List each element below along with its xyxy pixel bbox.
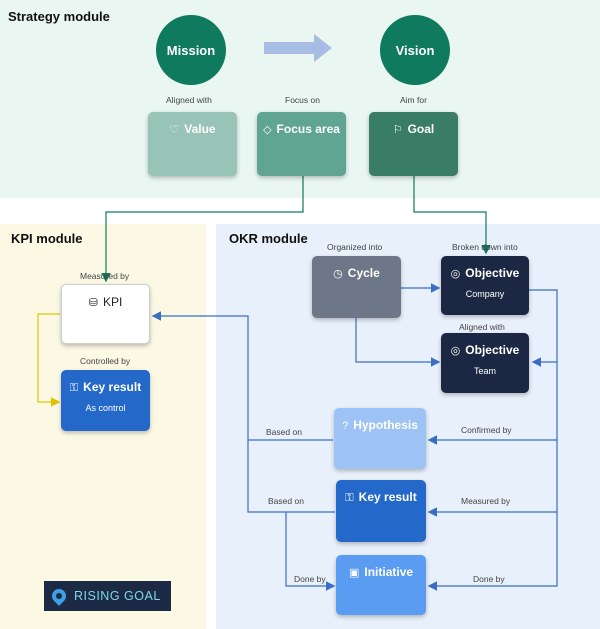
hypothesis-based-on-connector	[151, 311, 333, 441]
organized-into-label: Organized into	[327, 242, 383, 252]
company-to-team-connector	[529, 289, 558, 367]
hypothesis-label: Hypothesis	[353, 418, 418, 432]
goal-node: ⚐ Goal	[369, 112, 458, 176]
done-by-left-connector	[285, 512, 336, 591]
kpi-node: ⛁ KPI	[61, 284, 150, 344]
kpi-module-title: KPI module	[11, 231, 83, 246]
kpi-to-keyresult-connector	[37, 313, 61, 407]
mission-node: Mission	[156, 15, 226, 85]
vision-node: Vision	[380, 15, 450, 85]
okr-module-title: OKR module	[229, 231, 308, 246]
cycle-to-objective-team-connector	[355, 318, 441, 367]
broken-down-into-label: Broken down into	[452, 242, 518, 252]
measured-by-kpi-label: Measured by	[80, 271, 130, 281]
focusarea-to-kpi-connector	[101, 176, 304, 283]
controlled-by-label: Controlled by	[80, 356, 131, 366]
target-icon: ◎	[450, 268, 461, 280]
okr-key-result-node: ⚿ Key result	[336, 480, 426, 542]
diamond-icon: ◇	[263, 124, 272, 136]
as-control-label: As control	[85, 403, 126, 413]
value-label: Value	[184, 122, 216, 136]
objective-team-node: ◎ Objective Team	[441, 333, 529, 393]
company-label: Company	[465, 289, 505, 299]
okr-key-result-label: Key result	[358, 490, 417, 504]
focus-area-label: Focus area	[276, 122, 340, 136]
confirmed-by-label: Confirmed by	[461, 425, 512, 435]
mission-to-vision-arrow	[264, 34, 332, 62]
keyresult-based-on-connector	[247, 440, 335, 513]
cycle-label: Cycle	[347, 266, 380, 280]
flag-icon: ⚐	[392, 124, 403, 136]
initiative-label: Initiative	[364, 565, 414, 579]
kpi-key-result-node: ⚿ Key result As control	[61, 370, 150, 431]
aim-for-label: Aim for	[400, 95, 427, 105]
target-icon: ◎	[450, 345, 461, 357]
key-icon: ⚿	[69, 382, 79, 394]
based-on-label-2: Based on	[268, 496, 304, 506]
done-by-label-1: Done by	[294, 574, 326, 584]
goal-to-objective-connector	[413, 176, 491, 255]
strategy-module-title: Strategy module	[8, 9, 110, 24]
initiative-node: ▣ Initiative	[336, 555, 426, 615]
focus-area-node: ◇ Focus area	[257, 112, 346, 176]
focus-on-label: Focus on	[285, 95, 320, 105]
rising-goal-logo: RISING GOAL	[44, 581, 171, 611]
location-pin-icon	[49, 586, 69, 606]
database-icon: ⛁	[88, 297, 98, 309]
clock-icon: ◷	[333, 268, 343, 280]
aligned-with-okr-label: Aligned with	[459, 322, 505, 332]
question-icon: ?	[342, 420, 349, 432]
done-by-right-connector	[427, 512, 558, 591]
goal-label: Goal	[407, 122, 435, 136]
value-node: ♡ Value	[148, 112, 237, 176]
heart-icon: ♡	[169, 124, 180, 136]
kpi-label: KPI	[102, 295, 123, 309]
objective-company-label: Objective	[465, 266, 520, 280]
aligned-with-label: Aligned with	[166, 95, 212, 105]
based-on-label-1: Based on	[266, 427, 302, 437]
measured-by-okr-label: Measured by	[461, 496, 511, 506]
kpi-key-result-label: Key result	[83, 380, 142, 394]
logo-text: RISING GOAL	[74, 589, 161, 603]
hypothesis-node: ? Hypothesis	[334, 408, 426, 469]
team-label: Team	[473, 366, 496, 376]
objective-team-label: Objective	[465, 343, 520, 357]
key-icon: ⚿	[345, 492, 354, 504]
calendar-icon: ▣	[348, 567, 360, 579]
objective-company-node: ◎ Objective Company	[441, 256, 529, 315]
cycle-node: ◷ Cycle	[312, 256, 401, 318]
done-by-label-2: Done by	[473, 574, 505, 584]
